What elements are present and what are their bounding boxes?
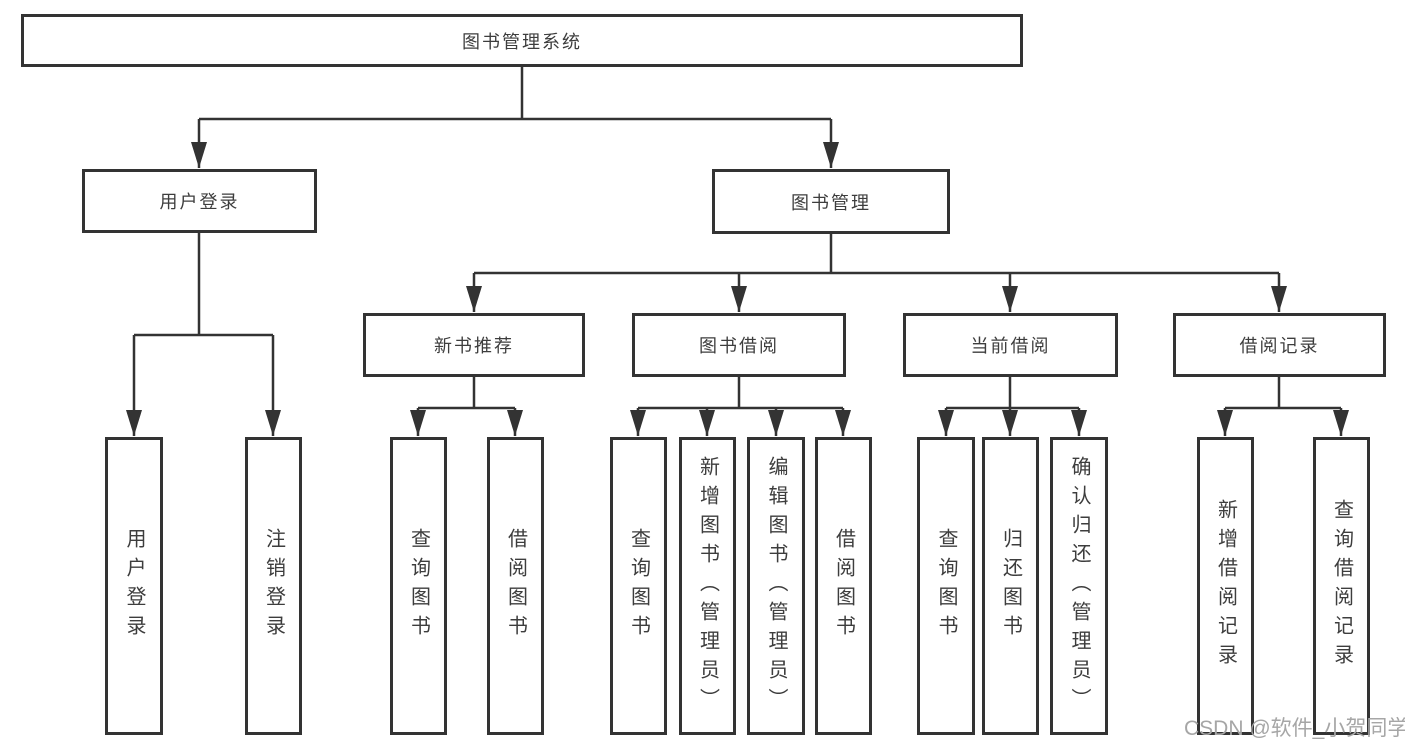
node-leaf-br-query-record-label: 查询借阅记录 — [1330, 499, 1353, 673]
node-book-borrow-label: 图书借阅 — [699, 336, 779, 356]
connector-new-book-recommend-to-leaves — [410, 377, 523, 436]
node-leaf-nb-borrow-books: 借阅图书 — [487, 437, 544, 735]
node-book-management-label: 图书管理 — [791, 192, 871, 213]
node-leaf-bb-query-books: 查询图书 — [610, 437, 667, 735]
node-leaf-cb-query-books: 查询图书 — [917, 437, 975, 735]
node-current-borrow: 当前借阅 — [903, 313, 1118, 377]
node-leaf-br-query-record: 查询借阅记录 — [1313, 437, 1370, 735]
node-leaf-cb-confirm-return: 确认归还（管理员） — [1050, 437, 1108, 735]
node-leaf-nb-borrow-books-label: 借阅图书 — [504, 528, 527, 644]
node-root: 图书管理系统 — [21, 14, 1023, 67]
node-user-login: 用户登录 — [82, 169, 317, 233]
node-leaf-user-login: 用户登录 — [105, 437, 163, 735]
node-leaf-bb-query-books-label: 查询图书 — [627, 528, 650, 644]
node-leaf-bb-add-books: 新增图书（管理员） — [679, 437, 736, 735]
node-user-login-label: 用户登录 — [159, 192, 240, 212]
node-leaf-nb-query-books-label: 查询图书 — [407, 528, 430, 644]
node-leaf-logout: 注销登录 — [245, 437, 302, 735]
csdn-watermark: CSDN @软件_小贺同学 — [1184, 717, 1405, 740]
node-leaf-bb-edit-books: 编辑图书（管理员） — [747, 437, 805, 735]
node-root-label: 图书管理系统 — [462, 31, 582, 52]
node-leaf-bb-borrow-books: 借阅图书 — [815, 437, 872, 735]
connector-current-borrow-to-leaves — [938, 377, 1087, 436]
node-borrow-records-label: 借阅记录 — [1239, 336, 1320, 356]
node-borrow-records: 借阅记录 — [1173, 313, 1386, 377]
node-new-book-recommend: 新书推荐 — [363, 313, 585, 377]
node-leaf-logout-label: 注销登录 — [262, 528, 285, 644]
connector-borrow-records-to-leaves — [1217, 377, 1349, 436]
node-leaf-cb-confirm-return-label: 确认归还（管理员） — [1068, 455, 1090, 717]
node-new-book-recommend-label: 新书推荐 — [434, 336, 514, 356]
node-leaf-br-add-record: 新增借阅记录 — [1197, 437, 1254, 735]
connector-user-login-to-leaves — [126, 233, 281, 436]
node-leaf-br-add-record-label: 新增借阅记录 — [1214, 499, 1237, 673]
node-leaf-cb-return-books-label: 归还图书 — [999, 528, 1022, 644]
node-leaf-bb-add-books-label: 新增图书（管理员） — [696, 455, 719, 717]
node-leaf-bb-edit-books-label: 编辑图书（管理员） — [765, 455, 787, 717]
connector-root-to-level2 — [191, 67, 839, 168]
connector-book-management-to-level3 — [466, 234, 1287, 312]
node-leaf-cb-query-books-label: 查询图书 — [935, 528, 957, 644]
node-leaf-nb-query-books: 查询图书 — [390, 437, 447, 735]
node-current-borrow-label: 当前借阅 — [970, 336, 1051, 356]
node-leaf-cb-return-books: 归还图书 — [982, 437, 1039, 735]
node-book-borrow: 图书借阅 — [632, 313, 846, 377]
node-book-management: 图书管理 — [712, 169, 950, 234]
node-leaf-user-login-label: 用户登录 — [123, 528, 145, 644]
node-leaf-bb-borrow-books-label: 借阅图书 — [832, 528, 855, 644]
connector-book-borrow-to-leaves — [630, 377, 851, 436]
